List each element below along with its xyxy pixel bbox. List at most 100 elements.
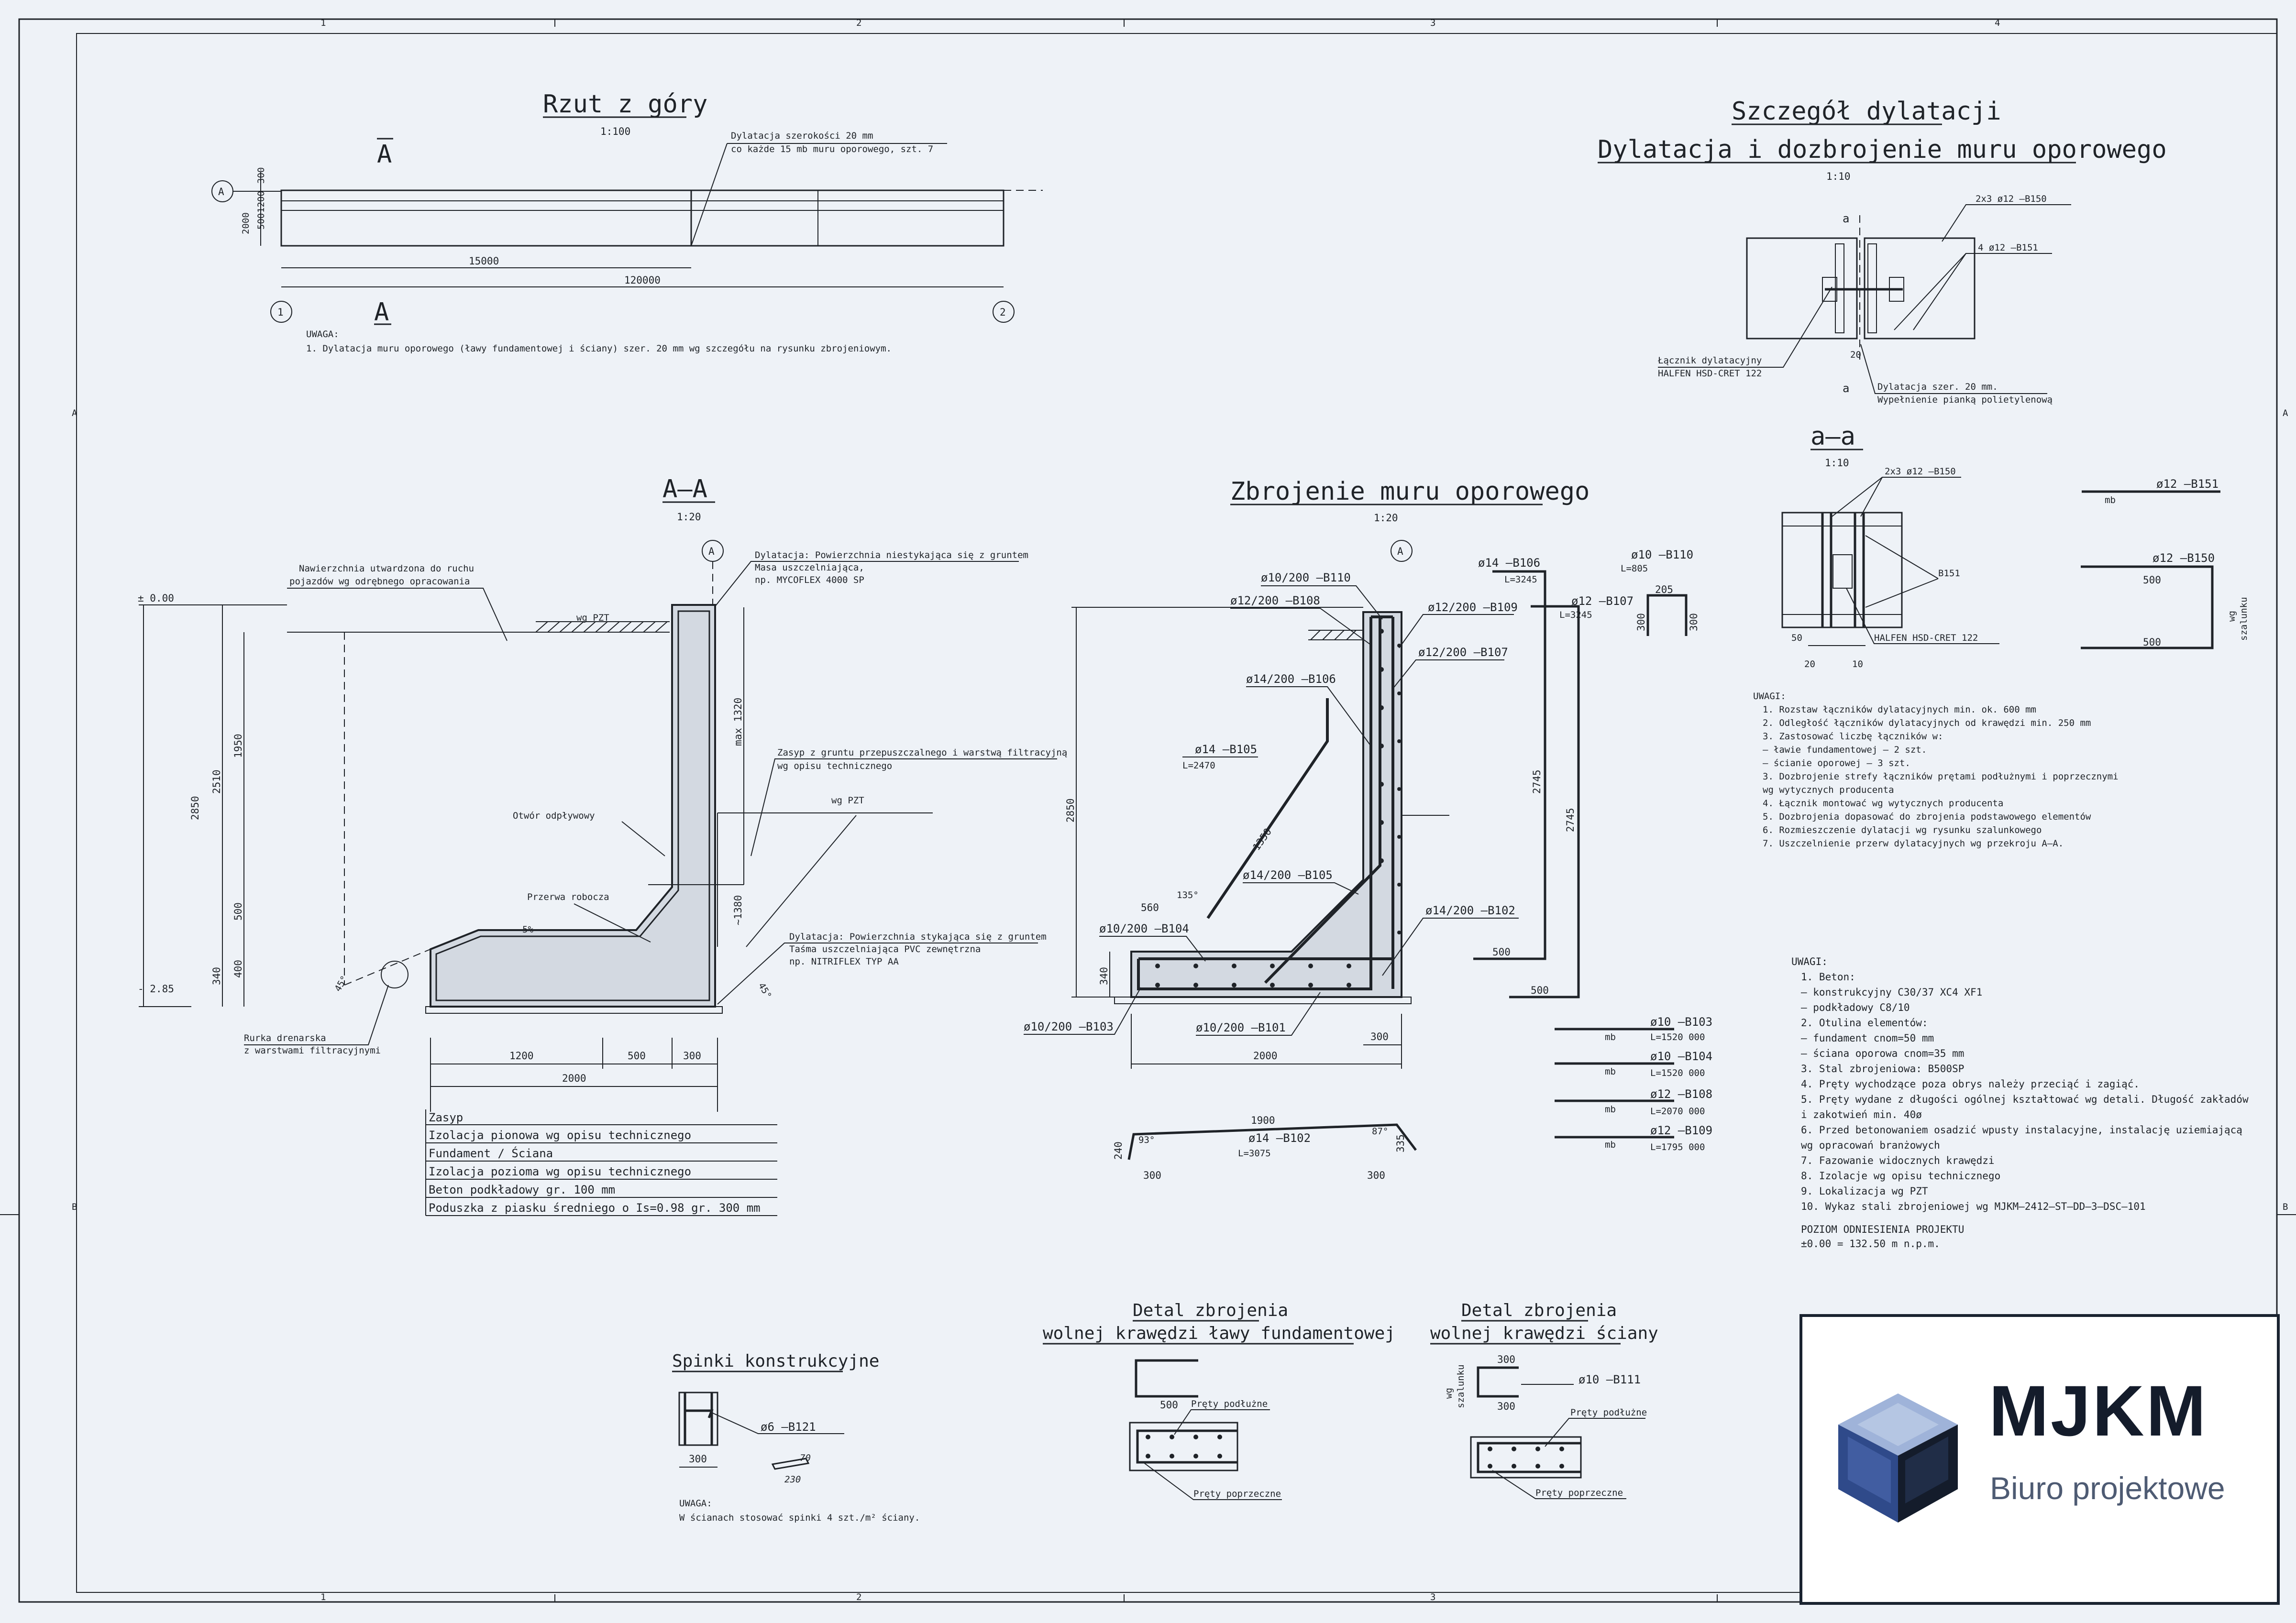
main-note-1: – konstrukcyjny C30/37 XC4 XF1 xyxy=(1801,987,1982,998)
aa-lbl-halfen: HALFEN HSD-CRET 122 xyxy=(1874,633,1978,643)
section-axis: A xyxy=(708,546,715,557)
layer-1: Izolacja pionowa wg opisu technicznego xyxy=(429,1129,691,1142)
section-dim-2510: 2510 xyxy=(211,769,222,794)
section-label-pzt-1: wg PZT xyxy=(576,613,609,623)
section-label-joint-top-1: Dylatacja: Powierzchnia niestykająca się… xyxy=(755,550,1028,560)
bar-b102-d1: 1900 xyxy=(1251,1115,1275,1126)
bar-b102-name: ø14 –B102 xyxy=(1248,1131,1311,1145)
row-label-a-right: A xyxy=(2283,408,2288,418)
main-note-8: 5. Pręty wydane z długości ogólnej kszta… xyxy=(1801,1094,2249,1105)
bar-b102-d4: 300 xyxy=(1143,1170,1161,1181)
section-label-joint-bottom-1: Dylatacja: Powierzchnia stykająca się z … xyxy=(789,932,1047,942)
aa-b151-u: mb xyxy=(2105,495,2116,505)
reinf-dim-340: 340 xyxy=(1098,967,1110,985)
level-title: POZIOM ODNIESIENIA PROJEKTU xyxy=(1801,1224,1964,1235)
plan-dim-15000: 15000 xyxy=(469,255,499,267)
section-title: A–A xyxy=(662,475,707,504)
joint-note-1: 2. Odległość łączników dylatacyjnych od … xyxy=(1763,718,2091,728)
reinforcement-view: Zbrojenie muru oporowego 1:20 A 2850 340 xyxy=(1024,477,1590,1069)
aa-b150-name: ø12 –B150 xyxy=(2152,551,2215,565)
bar-b102-d3: 335 xyxy=(1395,1134,1406,1152)
title-logo-box: MJKM Biuro projektowe xyxy=(1799,1314,2280,1605)
layer-2: Fundament / Ściana xyxy=(429,1146,553,1160)
section-angle-right: 45° xyxy=(756,981,773,1001)
col-label-1-bottom: 1 xyxy=(320,1592,326,1602)
joint-title-1: Szczegół dylatacji xyxy=(1732,97,2001,126)
reinf-lbl-b108: ø12/200 –B108 xyxy=(1230,594,1320,607)
joint-lbl-conn-1: Łącznik dylatacyjny xyxy=(1657,355,1762,366)
mb-b103-name: ø10 –B103 xyxy=(1650,1015,1712,1029)
bar-b106-d2: 500 xyxy=(1492,946,1511,958)
joint-note-8: 5. Dozbrojenia dopasować do zbrojenia po… xyxy=(1763,812,2091,822)
section-label-pzt-2: wg PZT xyxy=(831,795,864,806)
bar-b110-d1: 205 xyxy=(1655,584,1673,595)
logo-cube-icon xyxy=(1838,1393,1958,1523)
joint-lbl-b151: 4 ø12 –B151 xyxy=(1978,242,2038,253)
bar-b106-l: L=3245 xyxy=(1504,574,1537,585)
joint-detail: Szczegół dylatacji Dylatacja i dozbrojen… xyxy=(1598,97,2167,405)
ties-title: Spinki konstrukcyjne xyxy=(672,1351,879,1371)
wall-title-2: wolnej krawędzi ściany xyxy=(1430,1324,1658,1343)
section-aa: A–A 1:20 A 2850 2510 1950 500 xyxy=(138,475,1067,1216)
reinf-dim-1350: 1350 xyxy=(1250,826,1274,853)
section-label-outlet: Otwór odpływowy xyxy=(513,811,595,821)
bar-b102-l: L=3075 xyxy=(1238,1148,1271,1159)
footing-dim: 500 xyxy=(1160,1399,1178,1411)
bar-b102-a1: 93° xyxy=(1138,1135,1155,1145)
main-note-6: 3. Stal zbrojeniowa: B500SP xyxy=(1801,1063,1964,1075)
layer-3: Izolacja pozioma wg opisu technicznego xyxy=(429,1165,691,1178)
main-note-10: 6. Przed betonowaniem osadzić wpusty ins… xyxy=(1801,1124,2242,1136)
bar-shapes: ø14 –B106 L=3245 2745 500 ø12 –B107 L=32… xyxy=(1113,548,1712,1181)
mb-b103-l: L=1520 000 xyxy=(1650,1032,1705,1042)
plan-axis-1: 1 xyxy=(277,307,284,318)
joint-note-2: 3. Zastosować liczbę łączników w: xyxy=(1763,731,1943,742)
main-note-12: 7. Fazowanie widocznych krawędzi xyxy=(1801,1155,1995,1166)
aa-b150-d1: 500 xyxy=(2143,574,2161,586)
joint-lbl-conn-2: HALFEN HSD-CRET 122 xyxy=(1658,368,1762,379)
footing-lbl-long: Pręty podłużne xyxy=(1191,1399,1268,1409)
section-label-backfill-2: wg opisu technicznego xyxy=(777,761,892,771)
bar-b110-d3: 300 xyxy=(1688,613,1700,631)
ties-dim-300: 300 xyxy=(689,1453,707,1465)
mb-b109-name: ø12 –B109 xyxy=(1650,1124,1712,1137)
joint-title-2: Dylatacja i dozbrojenie muru oporowego xyxy=(1598,135,2167,164)
reinf-lbl-b105: ø14 –B105 xyxy=(1195,743,1257,756)
joint-dim-20: 20 xyxy=(1850,350,1861,360)
aa-title: a–a xyxy=(1810,422,1855,451)
ties-detail: Spinki konstrukcyjne ø6 –B121 300 70 230… xyxy=(672,1351,920,1523)
plan-scale: 1:100 xyxy=(600,126,630,137)
footing-edge-detail: Detal zbrojenia wolnej krawędzi ławy fun… xyxy=(1043,1301,1395,1500)
level-bottom: - 2.85 xyxy=(138,983,174,995)
section-label-surface-1: Nawierzchnia utwardzona do ruchu xyxy=(299,563,474,574)
bar-b107-l: L=3245 xyxy=(1559,610,1592,620)
reinf-dim-2000: 2000 xyxy=(1253,1050,1278,1062)
joint-a-bottom: a xyxy=(1843,382,1849,395)
wall-side-2: szalunku xyxy=(1456,1364,1466,1408)
mb-b108-name: ø12 –B108 xyxy=(1650,1087,1712,1101)
footing-title-2: wolnej krawędzi ławy fundamentowej xyxy=(1043,1324,1395,1343)
col-label-1: 1 xyxy=(320,18,326,28)
reinf-lbl-b105-2: ø14/200 –B105 xyxy=(1243,868,1333,882)
section-label-joint-top-2: Masa uszczelniająca, xyxy=(755,562,864,573)
layer-table: Zasyp Izolacja pionowa wg opisu technicz… xyxy=(425,1109,777,1216)
plan-remark-title: UWAGA: xyxy=(306,329,339,340)
mb-b104-name: ø10 –B104 xyxy=(1650,1050,1712,1063)
section-label-slope: 5% xyxy=(522,924,533,935)
bar-b102-d2: 240 xyxy=(1113,1141,1124,1160)
aa-dim-20: 20 xyxy=(1804,659,1815,669)
joint-note-6: wg wytycznych producenta xyxy=(1763,785,1894,795)
col-label-3-bottom: 3 xyxy=(1430,1592,1435,1602)
section-dim-340: 340 xyxy=(211,967,222,985)
mb-b108-u: mb xyxy=(1605,1104,1616,1115)
section-label-drain-2: z warstwami filtracyjnymi xyxy=(244,1045,381,1056)
section-label-break: Przerwa robocza xyxy=(527,892,609,902)
mb-b103-u: mb xyxy=(1605,1032,1616,1042)
layer-4: Beton podkładowy gr. 100 mm xyxy=(429,1183,615,1196)
section-dim-1380: ~1380 xyxy=(732,895,744,925)
aa-b151-name: ø12 –B151 xyxy=(2156,477,2219,491)
bar-b107-d1: 2745 xyxy=(1565,808,1576,832)
joint-a-top: a xyxy=(1843,212,1849,225)
main-note-11: wg opracowań branżowych xyxy=(1801,1140,1940,1151)
reinf-lbl-b102: ø14/200 –B102 xyxy=(1425,904,1515,917)
